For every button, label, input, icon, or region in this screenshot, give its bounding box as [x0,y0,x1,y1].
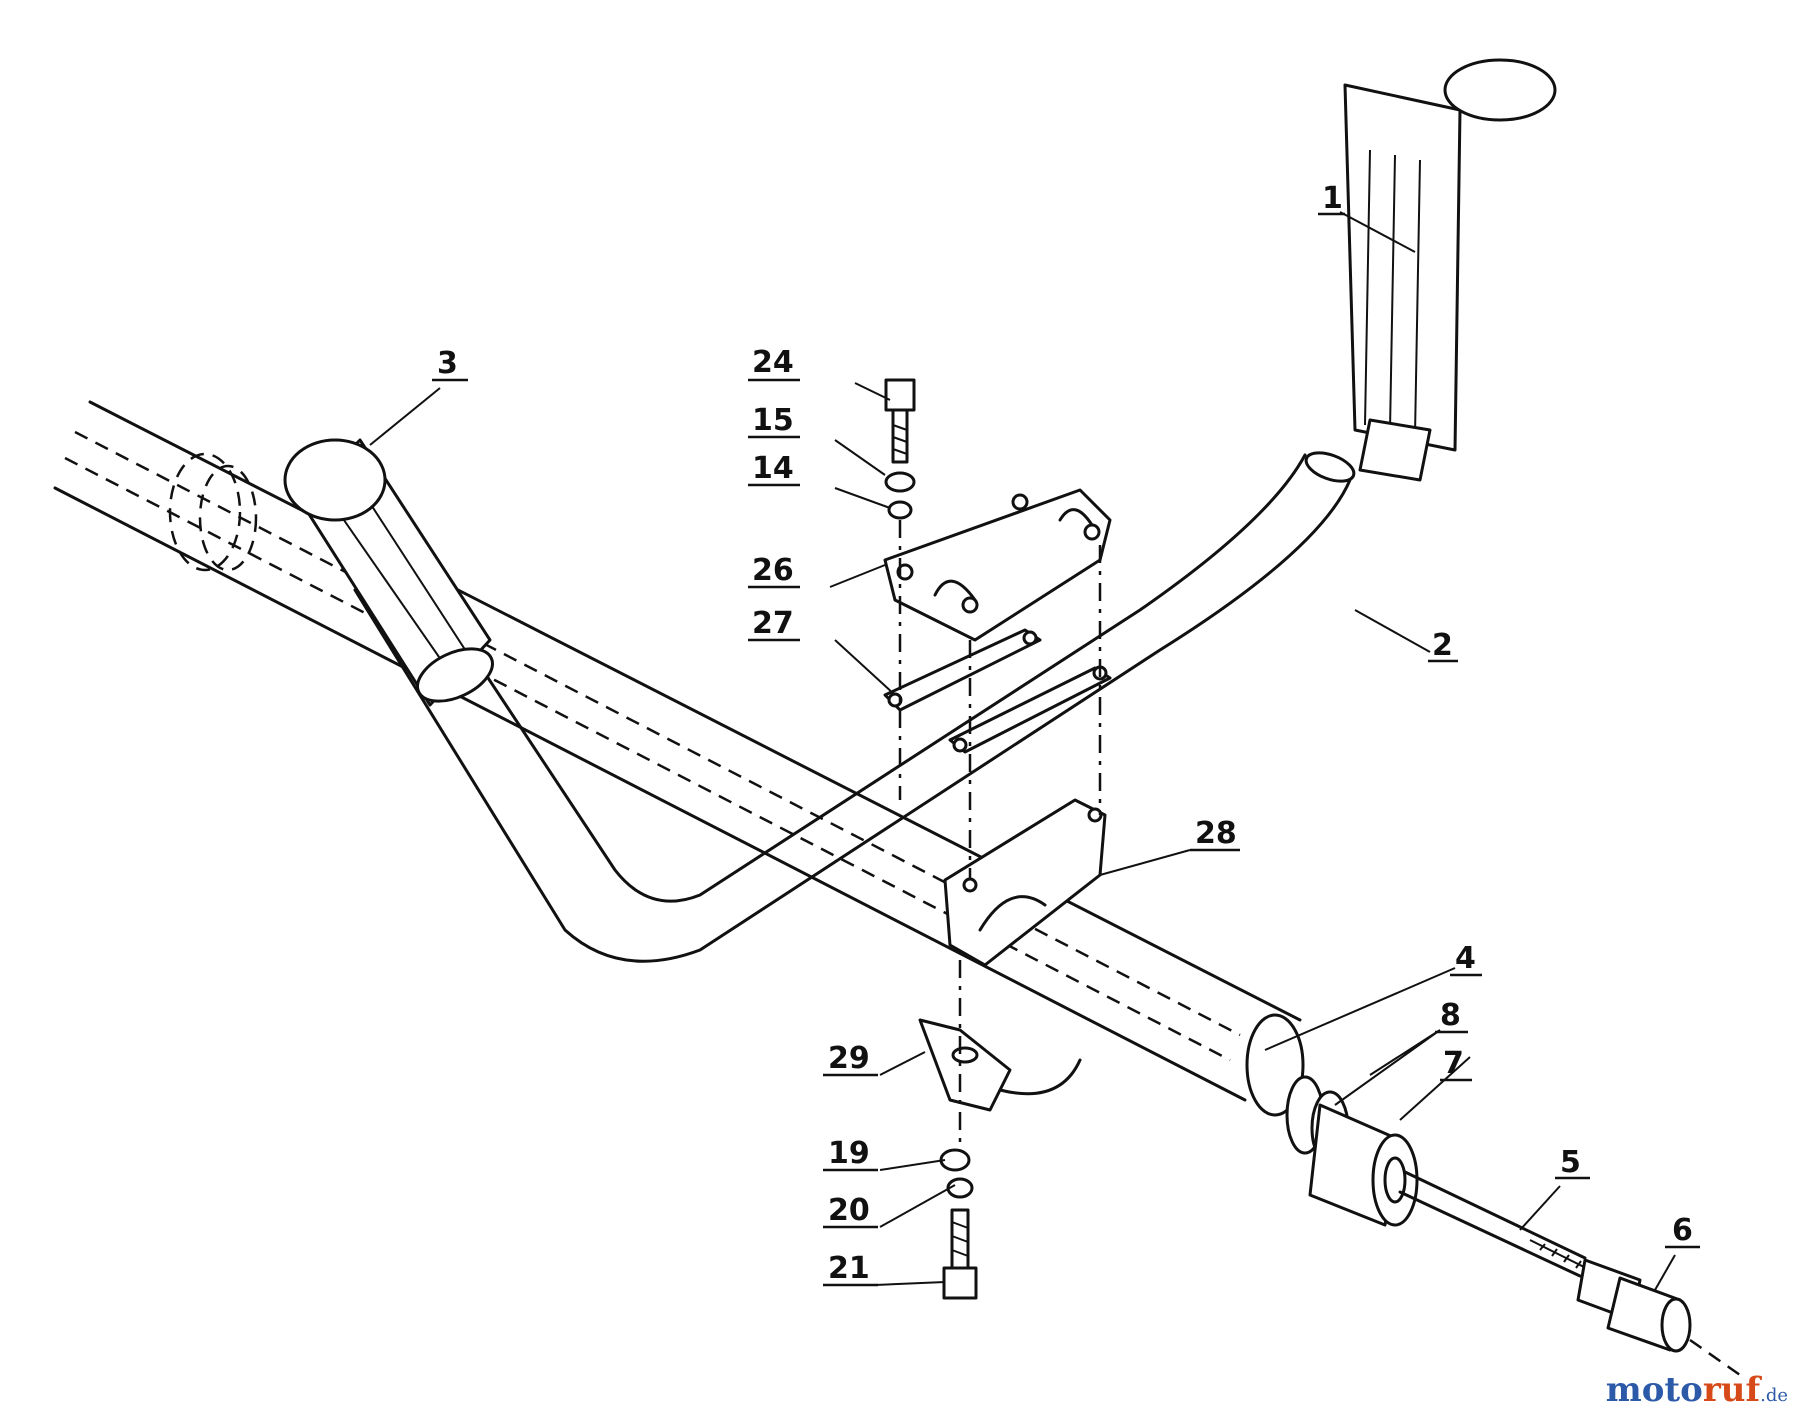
washer-14 [887,500,913,520]
label-14: 14 [752,451,794,486]
callout-4: 4 [1450,941,1482,977]
leader-lines [369,211,1676,1291]
watermark-part2: ruf [1702,1370,1761,1410]
left-grip [283,438,494,707]
callout-5: 5 [1555,1145,1590,1180]
callout-28: 28 [1190,816,1240,852]
callout-19: 19 [823,1136,878,1172]
washer-19 [939,1148,971,1172]
bolt-21 [942,1208,978,1300]
handle-bar [353,451,1356,963]
watermark-logo: motoruf.de [1606,1370,1788,1410]
label-2: 2 [1432,628,1453,663]
label-15: 15 [752,403,794,438]
upper-clamp [883,488,1112,642]
callout-3: 3 [432,346,468,382]
drive-shaft [1398,1170,1601,1278]
callout-15: 15 [748,403,800,439]
assembly-axis-lines [898,520,1102,1150]
watermark-part1: moto [1605,1370,1703,1410]
label-5: 5 [1560,1145,1581,1180]
label-19: 19 [828,1136,870,1171]
callout-29: 29 [823,1041,878,1077]
bolt-24 [884,378,916,464]
label-20: 20 [828,1193,870,1228]
callout-7: 7 [1440,1046,1472,1082]
label-24: 24 [752,345,794,380]
callout-14: 14 [748,451,800,487]
label-4: 4 [1455,941,1476,976]
bracket [918,1018,1082,1112]
callout-26: 26 [748,553,800,589]
label-8: 8 [1440,998,1461,1033]
callout-21: 21 [823,1251,878,1287]
right-grip [1343,58,1557,482]
callout-20: 20 [823,1193,878,1229]
watermark-part3: .de [1760,1385,1788,1406]
callout-8: 8 [1435,998,1468,1034]
label-26: 26 [752,553,794,588]
label-1: 1 [1322,181,1343,216]
callout-27: 27 [748,606,800,642]
washer-15 [884,471,916,493]
label-6: 6 [1672,1213,1693,1248]
label-3: 3 [437,346,458,381]
label-7: 7 [1443,1046,1464,1081]
main-shaft-tube [53,400,1305,1117]
label-27: 27 [752,606,794,641]
bearing-assembly [1285,1075,1419,1227]
callout-6: 6 [1665,1213,1700,1249]
label-29: 29 [828,1041,870,1076]
coupling-nut [1576,1258,1741,1377]
callout-1: 1 [1318,181,1345,216]
label-28: 28 [1195,816,1237,851]
spacer-plates [883,628,1112,754]
label-21: 21 [828,1251,870,1286]
lower-clamp [943,798,1107,967]
callout-2: 2 [1428,628,1458,663]
callout-24: 24 [748,345,800,382]
